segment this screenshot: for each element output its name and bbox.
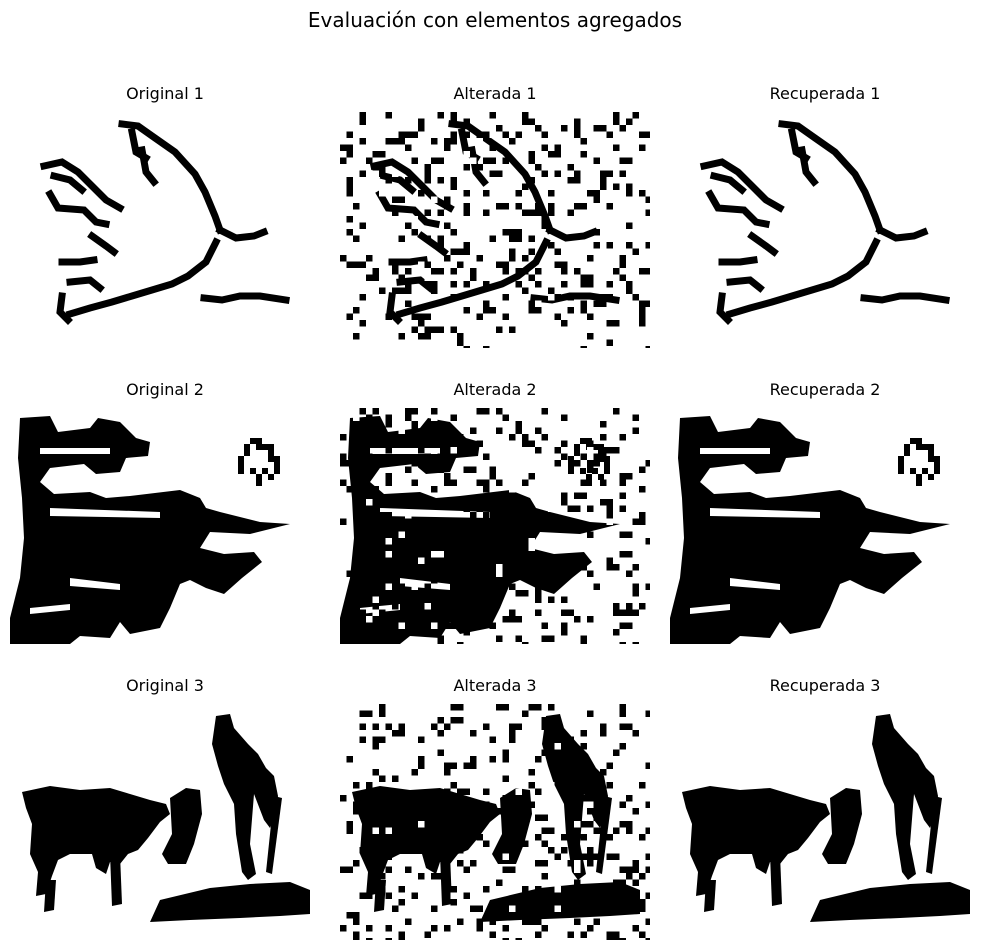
panel-title: Recuperada 3	[769, 676, 881, 695]
binary-image-altered-2	[340, 408, 650, 644]
panel-title: Original 3	[126, 676, 204, 695]
binary-image-recovered-2	[670, 416, 950, 644]
binary-image-recovered-1	[699, 120, 950, 325]
binary-image-original-2	[10, 416, 290, 644]
binary-image-original-3	[22, 714, 310, 922]
panel-title: Alterada 1	[453, 84, 537, 103]
figure-title: Evaluación con elementos agregados	[307, 8, 683, 32]
binary-image-altered-1	[340, 112, 650, 348]
panel-title: Recuperada 1	[769, 84, 881, 103]
binary-image-recovered-3	[682, 714, 970, 922]
panel-title: Alterada 2	[453, 380, 537, 399]
panel-title: Alterada 3	[453, 676, 537, 695]
panel-title: Original 1	[126, 84, 204, 103]
panel-title: Original 2	[126, 380, 204, 399]
binary-image-original-1	[39, 120, 290, 325]
panel-title: Recuperada 2	[769, 380, 881, 399]
binary-image-altered-3	[340, 704, 650, 940]
